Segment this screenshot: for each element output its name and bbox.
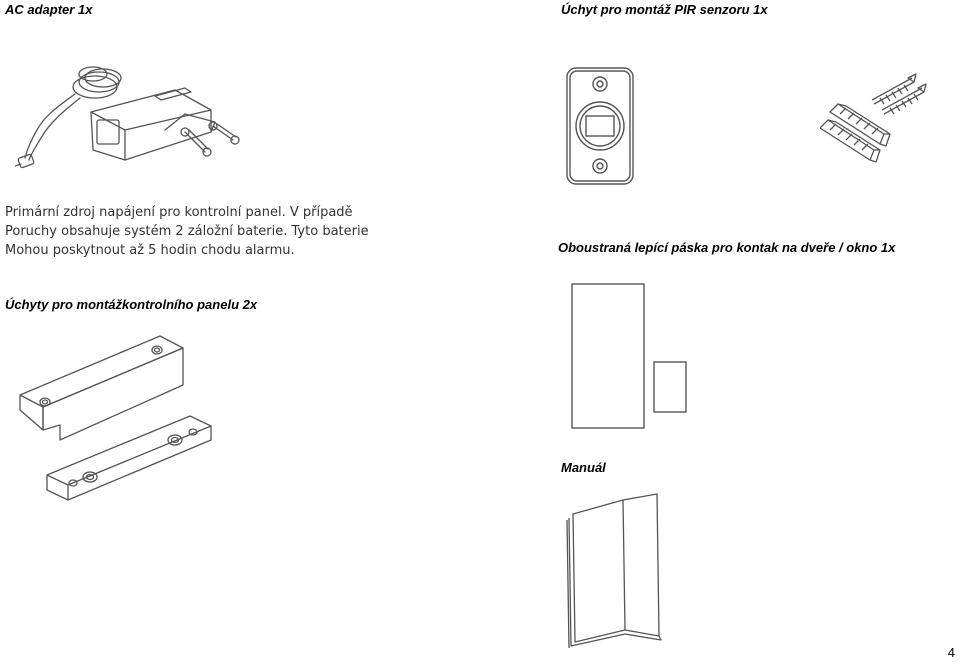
heading-ac-adapter: AC adapter 1x <box>5 2 93 17</box>
manual-booklet-illustration <box>566 493 662 649</box>
heading-panel-mounts: Úchyty pro montážkontrolního panelu 2x <box>5 297 258 312</box>
page-number: 4 <box>947 645 955 660</box>
heading-adhesive-tape: Oboustraná lepící páska pro kontak na dv… <box>558 240 896 255</box>
ac-adapter-illustration <box>15 66 240 169</box>
pir-mount-bracket-illustration <box>566 67 634 185</box>
screws-and-wall-plugs-illustration <box>820 73 927 163</box>
heading-pir-mount: Úchyt pro montáž PIR senzoru 1x <box>561 2 768 17</box>
heading-manual: Manuál <box>561 460 606 475</box>
ac-description-line: Poruchy obsahuje systém 2 záložní bateri… <box>5 224 369 239</box>
panel-mounting-brackets-illustration <box>19 335 212 501</box>
ac-adapter-description: Primární zdroj napájení pro kontrolní pa… <box>5 203 369 260</box>
ac-description-line: Mohou poskytnout až 5 hodin chodu alarmu… <box>5 243 295 258</box>
ac-description-line: Primární zdroj napájení pro kontrolní pa… <box>5 205 353 220</box>
adhesive-tape-illustration <box>571 283 687 429</box>
